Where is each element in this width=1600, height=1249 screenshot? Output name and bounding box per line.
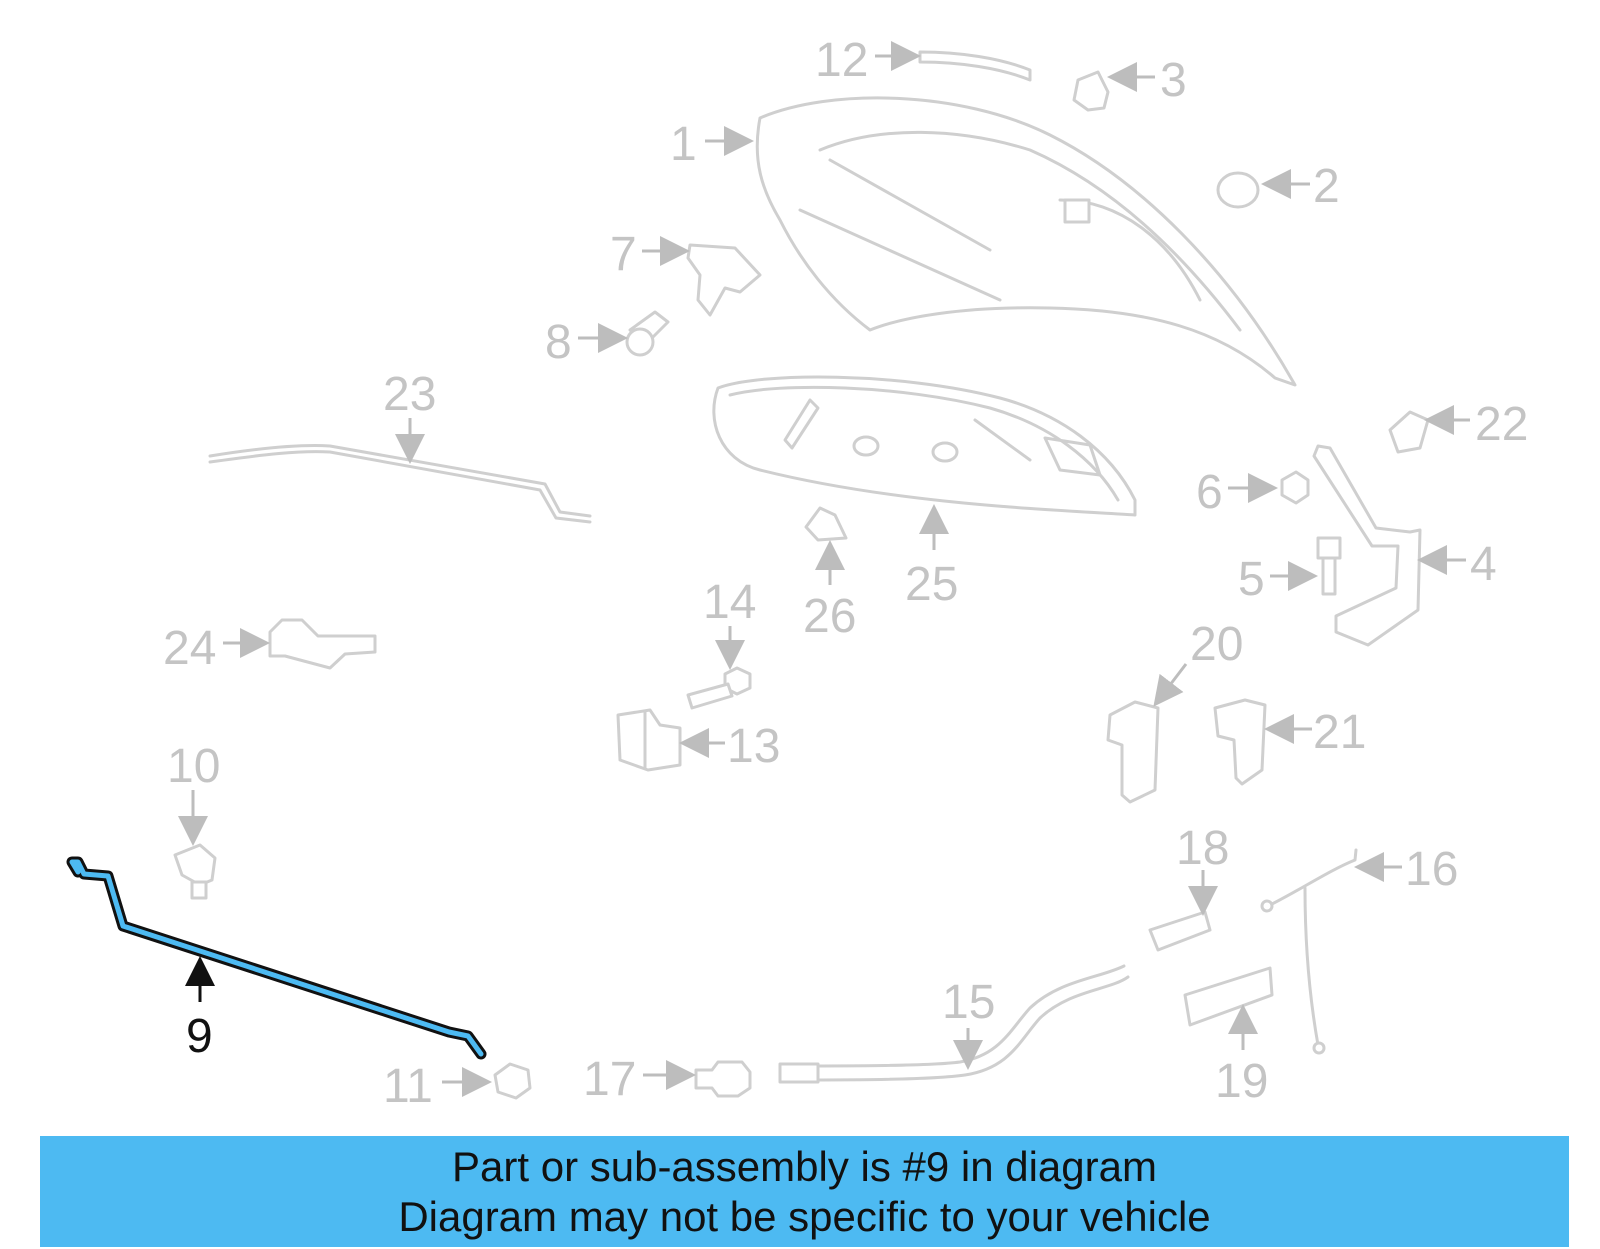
hinge-bolt-part [1316,536,1342,596]
label-15: 15 [942,976,995,1070]
rod-clip-part [173,843,217,900]
svg-text:3: 3 [1160,54,1187,107]
svg-text:7: 7 [610,228,637,281]
bumper-part [1216,171,1260,209]
svg-text:25: 25 [905,558,958,611]
insulator-clip-part [804,506,848,542]
svg-text:11: 11 [383,1060,433,1113]
label-2: 2 [1261,160,1340,213]
label-13: 13 [679,720,780,773]
bolt-part [625,310,670,357]
prop-rod-highlighted-part [66,856,487,1060]
info-banner: Part or sub-assembly is #9 in diagram Di… [40,1136,1569,1247]
svg-text:19: 19 [1215,1055,1268,1108]
banner-line-disclaimer: Diagram may not be specific to your vehi… [398,1192,1211,1240]
label-1: 1 [670,118,754,171]
latch-cable-part [1260,848,1358,1055]
label-4: 4 [1417,538,1497,591]
side-bracket-left-part [1106,700,1160,804]
label-5: 5 [1238,553,1318,606]
svg-text:23: 23 [383,368,436,421]
label-6: 6 [1196,466,1278,519]
label-23: 23 [383,368,436,464]
svg-text:16: 16 [1405,843,1458,896]
hinge-part [1312,444,1422,647]
svg-text:14: 14 [703,576,756,629]
svg-text:18: 18 [1176,822,1229,875]
label-11: 11 [383,1060,492,1113]
label-19: 19 [1215,1004,1268,1108]
release-handle-part [694,1060,752,1098]
svg-text:15: 15 [942,976,995,1029]
side-bracket-right-part [1213,698,1267,786]
label-16: 16 [1354,843,1458,896]
label-26: 26 [803,540,856,643]
clip-part [1072,70,1110,112]
label-18: 18 [1176,822,1229,916]
svg-text:26: 26 [803,590,856,643]
svg-text:6: 6 [1196,466,1223,519]
svg-text:9: 9 [186,1010,213,1063]
svg-text:8: 8 [545,316,572,369]
hood-panel-part [755,96,1297,387]
svg-text:12: 12 [815,34,868,87]
svg-text:21: 21 [1313,706,1366,759]
label-25: 25 [905,504,958,611]
label-9: 9 [185,956,215,1063]
rod-nut-part [493,1062,532,1100]
banner-line-part-number: Part or sub-assembly is #9 in diagram [452,1142,1157,1190]
striker-bolt-part [686,666,752,710]
svg-text:5: 5 [1238,553,1265,606]
svg-text:4: 4 [1470,538,1497,591]
prop-rod-fill [69,859,484,1057]
svg-text:2: 2 [1313,160,1340,213]
support-rod-part [208,443,592,524]
svg-text:22: 22 [1475,398,1528,451]
lock-bracket-part [268,618,377,670]
weatherstrip-part [918,50,1032,82]
label-3: 3 [1107,54,1187,107]
svg-text:1: 1 [670,118,697,171]
label-7: 7 [610,228,690,281]
release-cable-part [778,964,1130,1084]
svg-text:20: 20 [1190,618,1243,671]
label-24: 24 [163,622,270,675]
bumper-cap-part [1388,410,1430,454]
svg-text:13: 13 [727,720,780,773]
cable-guide-part [1183,966,1274,1027]
hinge-nut-part [1280,470,1310,505]
label-14: 14 [703,576,756,670]
hood-latch-part [616,708,682,772]
label-17: 17 [583,1053,696,1106]
label-12: 12 [815,34,921,87]
label-10: 10 [167,740,220,846]
label-20: 20 [1153,618,1243,707]
cable-clip-part [1148,910,1212,952]
label-8: 8 [545,316,628,369]
insulator-part [712,375,1137,517]
svg-text:24: 24 [163,622,216,675]
bracket-part [686,243,762,317]
label-21: 21 [1264,706,1366,759]
svg-text:17: 17 [583,1053,636,1106]
svg-text:10: 10 [167,740,220,793]
label-22: 22 [1424,398,1528,451]
